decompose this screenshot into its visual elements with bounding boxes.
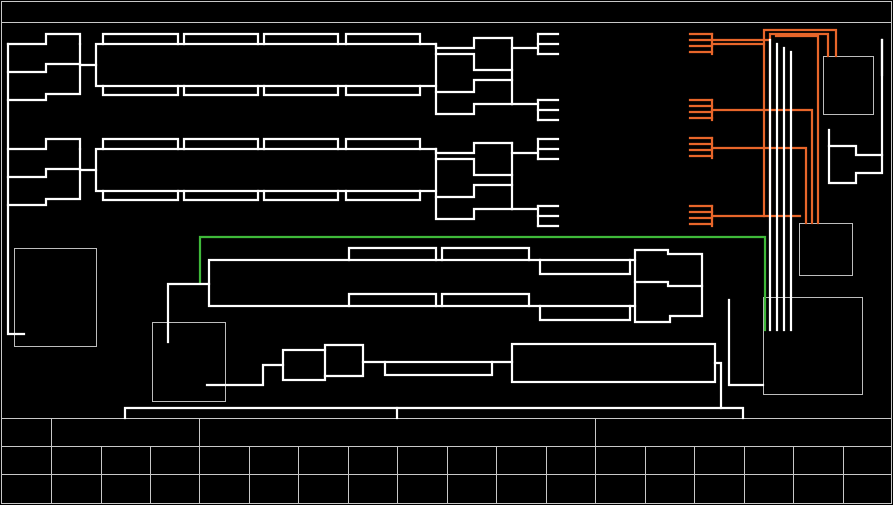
manifold-top-branch: [262, 32, 340, 46]
middle-bottom-branch: [347, 292, 438, 308]
orange-pipes: [688, 28, 838, 228]
manifold-top-branch: [344, 32, 422, 46]
right-out-branch: [434, 36, 514, 50]
manifold-bottom-branch: [101, 189, 180, 202]
manifold-bottom-branch: [182, 189, 260, 202]
hot-branch: [710, 108, 814, 225]
hot-riser: [774, 34, 820, 225]
left-feed-branch: [6, 42, 82, 74]
middle-top-branch: [538, 258, 632, 276]
middle-top-branch: [347, 246, 438, 262]
lower-chain-loop: [323, 343, 365, 378]
lower-big-box: [510, 342, 717, 384]
manifold-bottom-branch: [262, 189, 340, 202]
middle-bottom-branch: [440, 292, 531, 308]
hot-branch: [710, 146, 808, 225]
right-equip-link: [727, 298, 765, 387]
white-pipes: [6, 32, 884, 420]
equipment-box-left: [14, 248, 97, 347]
manifold-bottom-branch: [101, 84, 180, 97]
title-block-grid: [1, 418, 892, 504]
middle-top-branch: [440, 246, 531, 262]
manifold-top-branch: [101, 137, 180, 151]
equipment-box-right-mid: [799, 223, 853, 276]
manifold-bottom-branch: [262, 84, 340, 97]
bottom-rail: [123, 406, 745, 420]
green-pipe: [198, 235, 767, 332]
left-feed-branch: [6, 147, 82, 179]
left-feed-branch: [6, 32, 82, 46]
right-vertical-branch: [827, 144, 884, 157]
hot-header: [710, 28, 838, 58]
equipment-box-bottom-right: [763, 297, 863, 395]
right-out-branch: [434, 195, 514, 221]
manifold-bottom-branch: [344, 84, 422, 97]
manifold-top-branch: [262, 137, 340, 151]
manifold-top-branch: [182, 137, 260, 151]
middle-bottom-branch: [538, 304, 632, 322]
left-feed-branch: [6, 62, 82, 102]
manifold-bottom-branch: [344, 189, 422, 202]
manifold-top-branch: [344, 137, 422, 151]
equipment-box-mid: [152, 322, 226, 402]
middle-left-feed: [166, 282, 211, 344]
hot-header: [710, 32, 830, 58]
left-feed-branch: [6, 137, 82, 151]
left-trunk: [6, 42, 26, 336]
manifold-top-branch: [182, 32, 260, 46]
right-out-branch: [434, 183, 514, 199]
right-out-branch: [434, 78, 514, 94]
right-vertical-feed: [827, 38, 884, 185]
manifold-main-loop: [94, 42, 438, 88]
equipment-boxes: [14, 56, 874, 402]
manifold-top-branch: [101, 32, 180, 46]
left-feed-branch: [6, 167, 82, 207]
lower-drop: [713, 361, 723, 410]
right-out-branch: [434, 90, 514, 116]
middle-manifold-loop: [207, 258, 637, 308]
right-out-branch: [434, 157, 514, 177]
middle-right-branch: [633, 280, 704, 288]
right-out-branch: [434, 141, 514, 155]
manifold-main-loop: [94, 147, 438, 193]
lower-chain-box: [281, 348, 327, 382]
right-out-branch: [434, 52, 514, 72]
lower-chain: [205, 363, 285, 387]
manifold-bottom-branch: [182, 84, 260, 97]
equipment-box-top-right: [823, 56, 874, 115]
lower-chain-box: [383, 360, 494, 377]
